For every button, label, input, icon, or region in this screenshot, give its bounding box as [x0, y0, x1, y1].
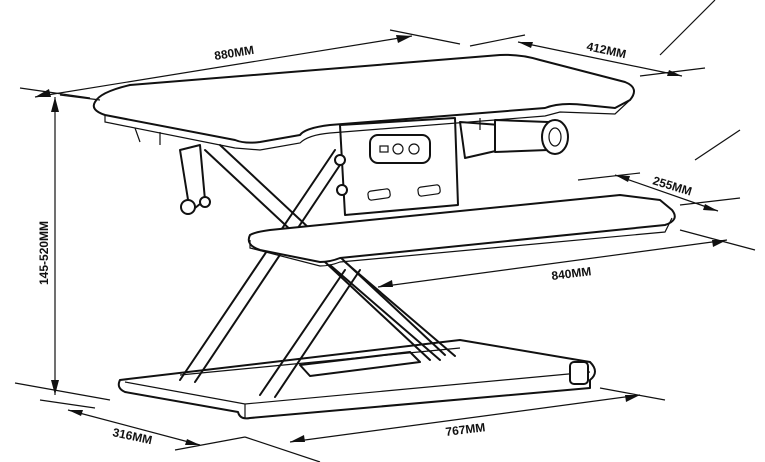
base-depth-label: 316MM [111, 425, 153, 447]
height-range-label: 145-520MM [37, 221, 51, 285]
scissor-lift [179, 144, 456, 398]
dimension-lines [14, 0, 756, 462]
motor-housing [334, 117, 569, 216]
keyboard-tray [247, 194, 676, 267]
control-panel [369, 134, 431, 164]
base-width-label: 767MM [445, 420, 486, 439]
tray-width-label: 840MM [551, 264, 592, 283]
top-depth-label: 412MM [585, 39, 627, 61]
top-width-label: 880MM [213, 43, 255, 63]
base-frame [117, 339, 596, 420]
desktop-surface [92, 53, 635, 151]
